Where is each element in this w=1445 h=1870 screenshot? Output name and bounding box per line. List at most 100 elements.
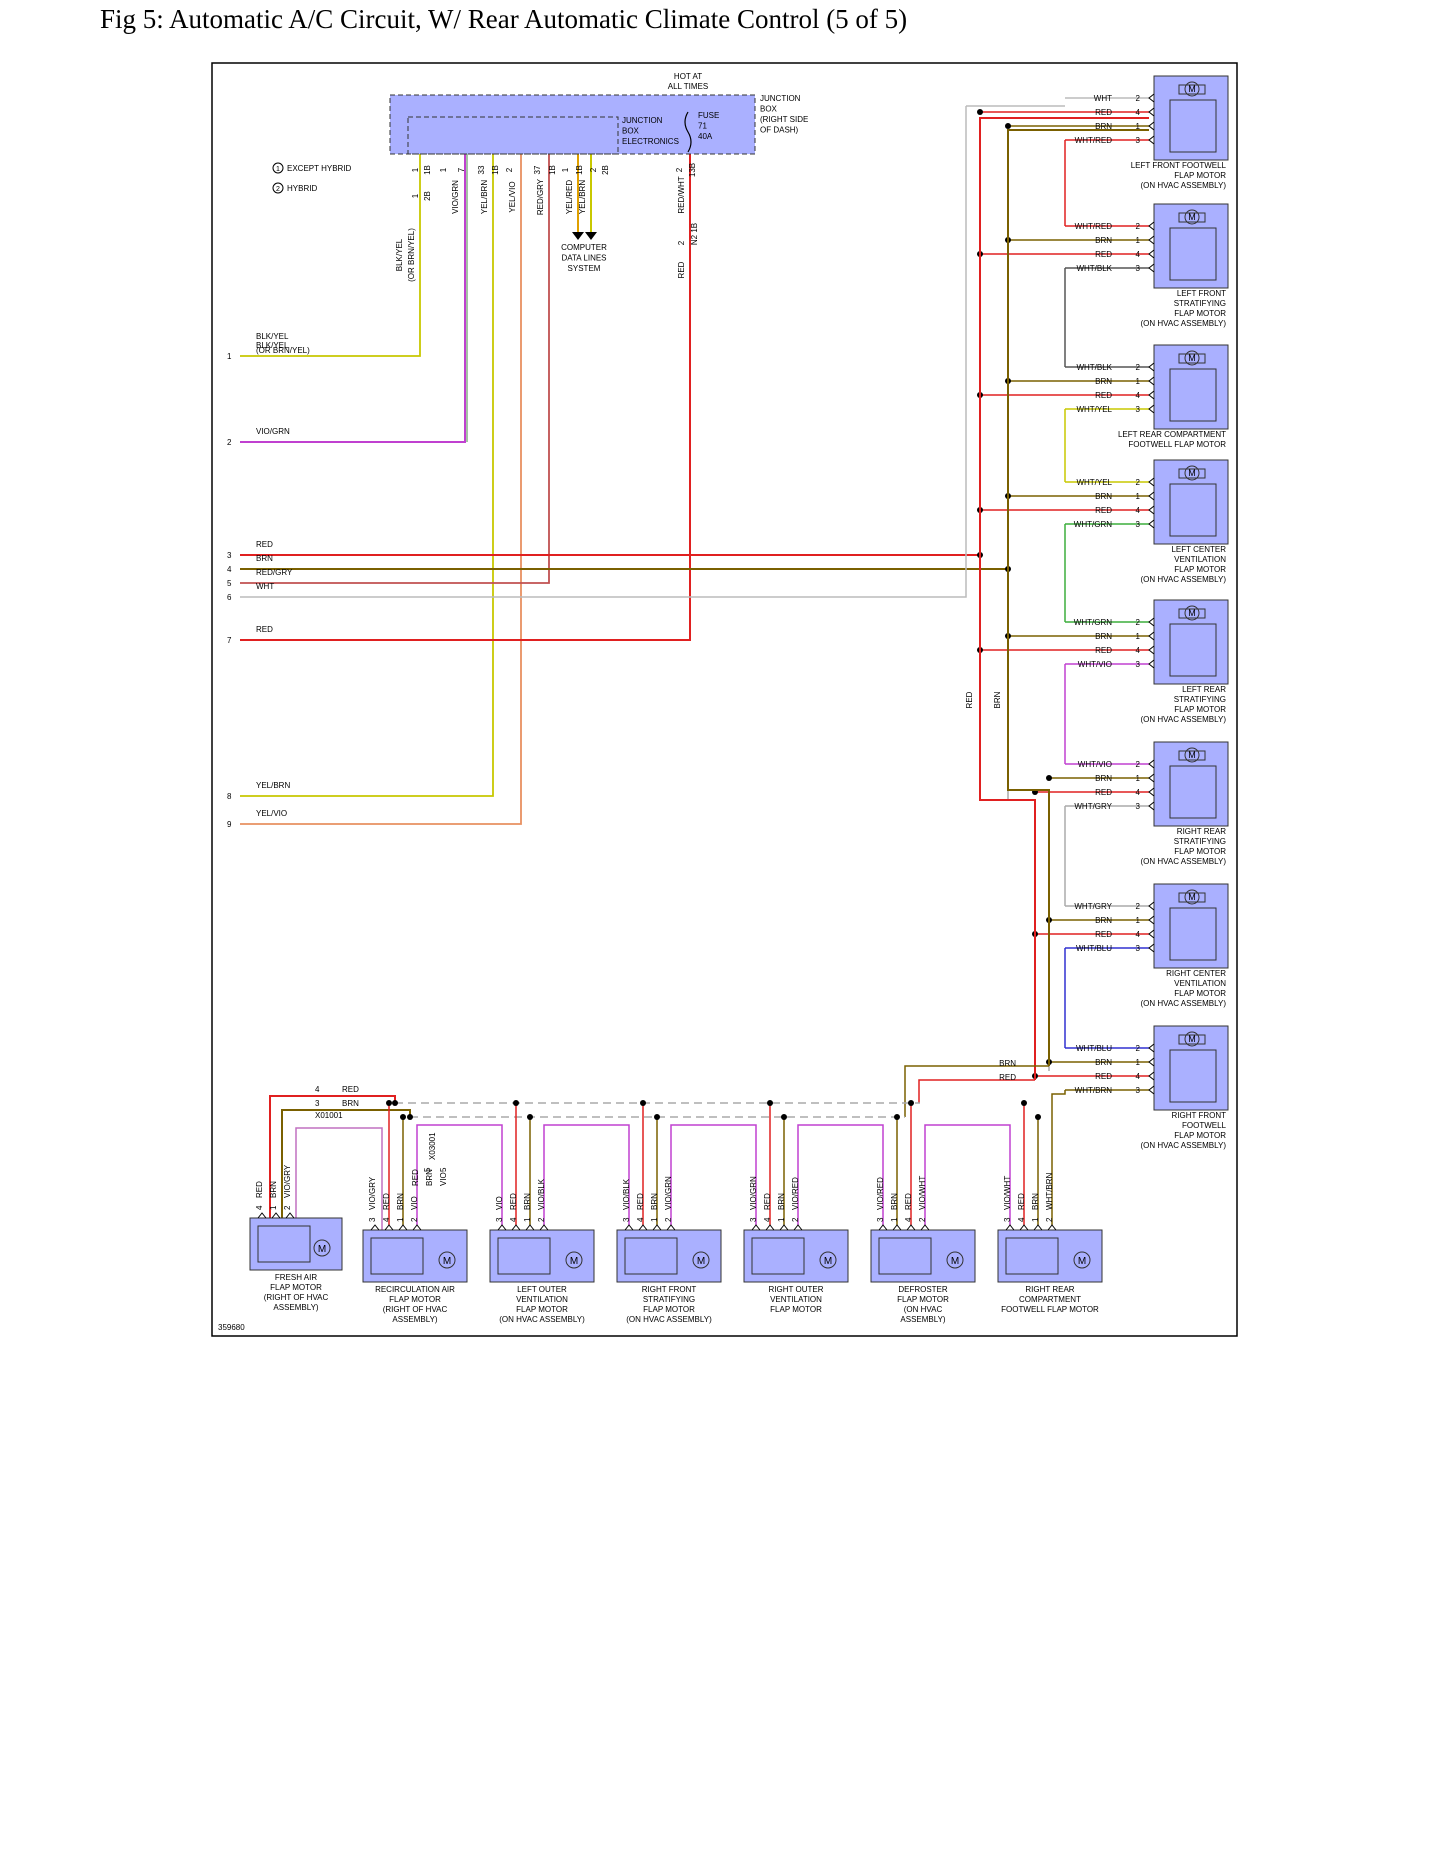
wire-label: RED/GRY — [536, 178, 545, 215]
motor-name-label: RIGHT REAR — [1177, 827, 1226, 836]
fresh-air-red — [269, 1095, 396, 1230]
connector-chevron-icon — [1148, 390, 1155, 400]
motor-name-label: RIGHT CENTER — [1166, 969, 1226, 978]
motor-icon-frame — [1178, 750, 1206, 761]
motor-name-label: (ON HVAC — [904, 1305, 943, 1314]
motor-pin-number: 2 — [1136, 478, 1141, 487]
motor-wire-label: RED — [1095, 250, 1112, 259]
connector-pin-label: 1B — [423, 165, 432, 175]
connector-chevron-icon — [1148, 1085, 1155, 1095]
motor-name-label: VENTILATION — [1174, 979, 1226, 988]
legend-symbol-icon — [272, 162, 284, 174]
motor-name-label: FLAP MOTOR — [1174, 565, 1226, 574]
harness-wire-label: VIO/GRN — [256, 427, 290, 436]
junction-box-label: (RIGHT SIDE — [760, 115, 808, 124]
harness-wire-label: YEL/VIO — [256, 809, 287, 818]
bottom-link-wire — [670, 1124, 757, 1225]
motor-name-label: FRESH AIR — [275, 1273, 317, 1282]
motor-body — [1169, 483, 1217, 537]
motor-pin-number: 1 — [269, 1205, 278, 1210]
right-flap-motor: M — [1153, 1025, 1229, 1111]
wire-vio-grn — [240, 154, 466, 443]
harness-wire-label: BLK/YEL — [256, 332, 289, 341]
splice-dot — [513, 1100, 519, 1106]
connector-pin-label: 5 — [423, 1167, 432, 1172]
motor-pin-number: 3 — [368, 1217, 377, 1222]
motor-wire-label: BRN — [1095, 122, 1112, 131]
connector-chevron-icon — [1148, 477, 1155, 487]
motor-pin-number: 1 — [1136, 916, 1141, 925]
motor-wire-label: WHT/VIO — [1078, 760, 1112, 769]
right-flap-motor: M — [1153, 883, 1229, 969]
motor-wire-label: BRN — [1095, 377, 1112, 386]
harness-pin-number: 1 — [227, 352, 232, 361]
motor-pin-number: 2 — [1136, 363, 1141, 372]
harness-pin-number: 2 — [227, 438, 232, 447]
motor-wire-label: VIO/BLK — [537, 1178, 546, 1210]
motor-name-label: FLAP MOTOR — [1174, 171, 1226, 180]
connector-pin-label: 1 — [411, 167, 420, 172]
motor-name-label: FLAP MOTOR — [1174, 1131, 1226, 1140]
motor-wire-label: BRN — [890, 1193, 899, 1210]
motor-pin-number: 1 — [777, 1217, 786, 1222]
connector-chevron-icon — [1148, 929, 1155, 939]
connector-chevron-icon — [1148, 915, 1155, 925]
connector-chevron-icon — [638, 1224, 648, 1231]
wire-label: BRN — [425, 1169, 434, 1186]
connector-chevron-icon — [1148, 1043, 1155, 1053]
bus-red-drop — [918, 1079, 1035, 1103]
motor-icon-letter: M — [1188, 212, 1196, 222]
motor-pin-number: 2 — [1045, 1217, 1054, 1222]
motor-pin-number: 1 — [1031, 1217, 1040, 1222]
motor-wire-label: BRN — [269, 1181, 278, 1198]
splice-dot — [1005, 123, 1011, 129]
motor-wire-label: RED — [382, 1193, 391, 1210]
motor-pin-number: 2 — [1136, 618, 1141, 627]
connector-chevron-icon — [1033, 1224, 1043, 1231]
wire-label: YEL/BRN — [480, 180, 489, 214]
motor-pin-number: 1 — [1136, 377, 1141, 386]
motor-icon-letter: M — [951, 1256, 959, 1267]
splice-dot — [977, 109, 983, 115]
connector-chevron-icon — [257, 1212, 267, 1219]
motor-wire-label: RED — [255, 1181, 264, 1198]
right-flap-motor: M — [1153, 599, 1229, 685]
bus-label: RED — [965, 691, 974, 708]
motor-name-label: STRATIFYING — [1174, 695, 1226, 704]
arrow-icon — [585, 232, 597, 240]
motor-pin-number: 4 — [382, 1217, 391, 1222]
motor-pin-number: 3 — [1136, 1086, 1141, 1095]
connector-chevron-icon — [1148, 1071, 1155, 1081]
harness-pin-number: 6 — [227, 593, 232, 602]
harness-pin-number: 5 — [227, 579, 232, 588]
jbe-label: JUNCTION — [622, 116, 663, 125]
harness-wire-label: RED — [256, 540, 273, 549]
junction-box — [389, 94, 756, 155]
connector-chevron-icon — [906, 1224, 916, 1231]
connector-pin-label: 37 — [533, 165, 542, 174]
motor-body — [1169, 623, 1217, 677]
connector-chevron-icon — [751, 1224, 761, 1231]
motor-body — [878, 1237, 932, 1275]
motor-pin-number: 4 — [255, 1205, 264, 1210]
computer-data-label: SYSTEM — [568, 264, 601, 273]
wire-label: RED/WHT — [677, 176, 686, 213]
bottom-flap-motor: M — [489, 1229, 595, 1283]
connector-chevron-icon — [285, 1212, 295, 1219]
connector-chevron-icon — [1148, 505, 1155, 515]
wire-yel-brn — [240, 154, 494, 797]
splice-dot — [654, 1114, 660, 1120]
connector-chevron-icon — [1148, 631, 1155, 641]
motor-pin-number: 2 — [791, 1217, 800, 1222]
wire-brn-feed — [1007, 129, 1149, 569]
wire-label: VIO/GRN — [451, 180, 460, 214]
motor-wire-label: WHT/BRN — [1075, 1086, 1113, 1095]
motor-name-label: FLAP MOTOR — [770, 1305, 822, 1314]
wire-wht-6 — [240, 106, 967, 598]
harness-wire-label: WHT — [256, 582, 274, 591]
connector-pin-label: 1B — [548, 165, 557, 175]
motor-wire-label: VIO/WHT — [1003, 1176, 1012, 1210]
motor-name-label: FOOTWELL — [1182, 1121, 1227, 1130]
